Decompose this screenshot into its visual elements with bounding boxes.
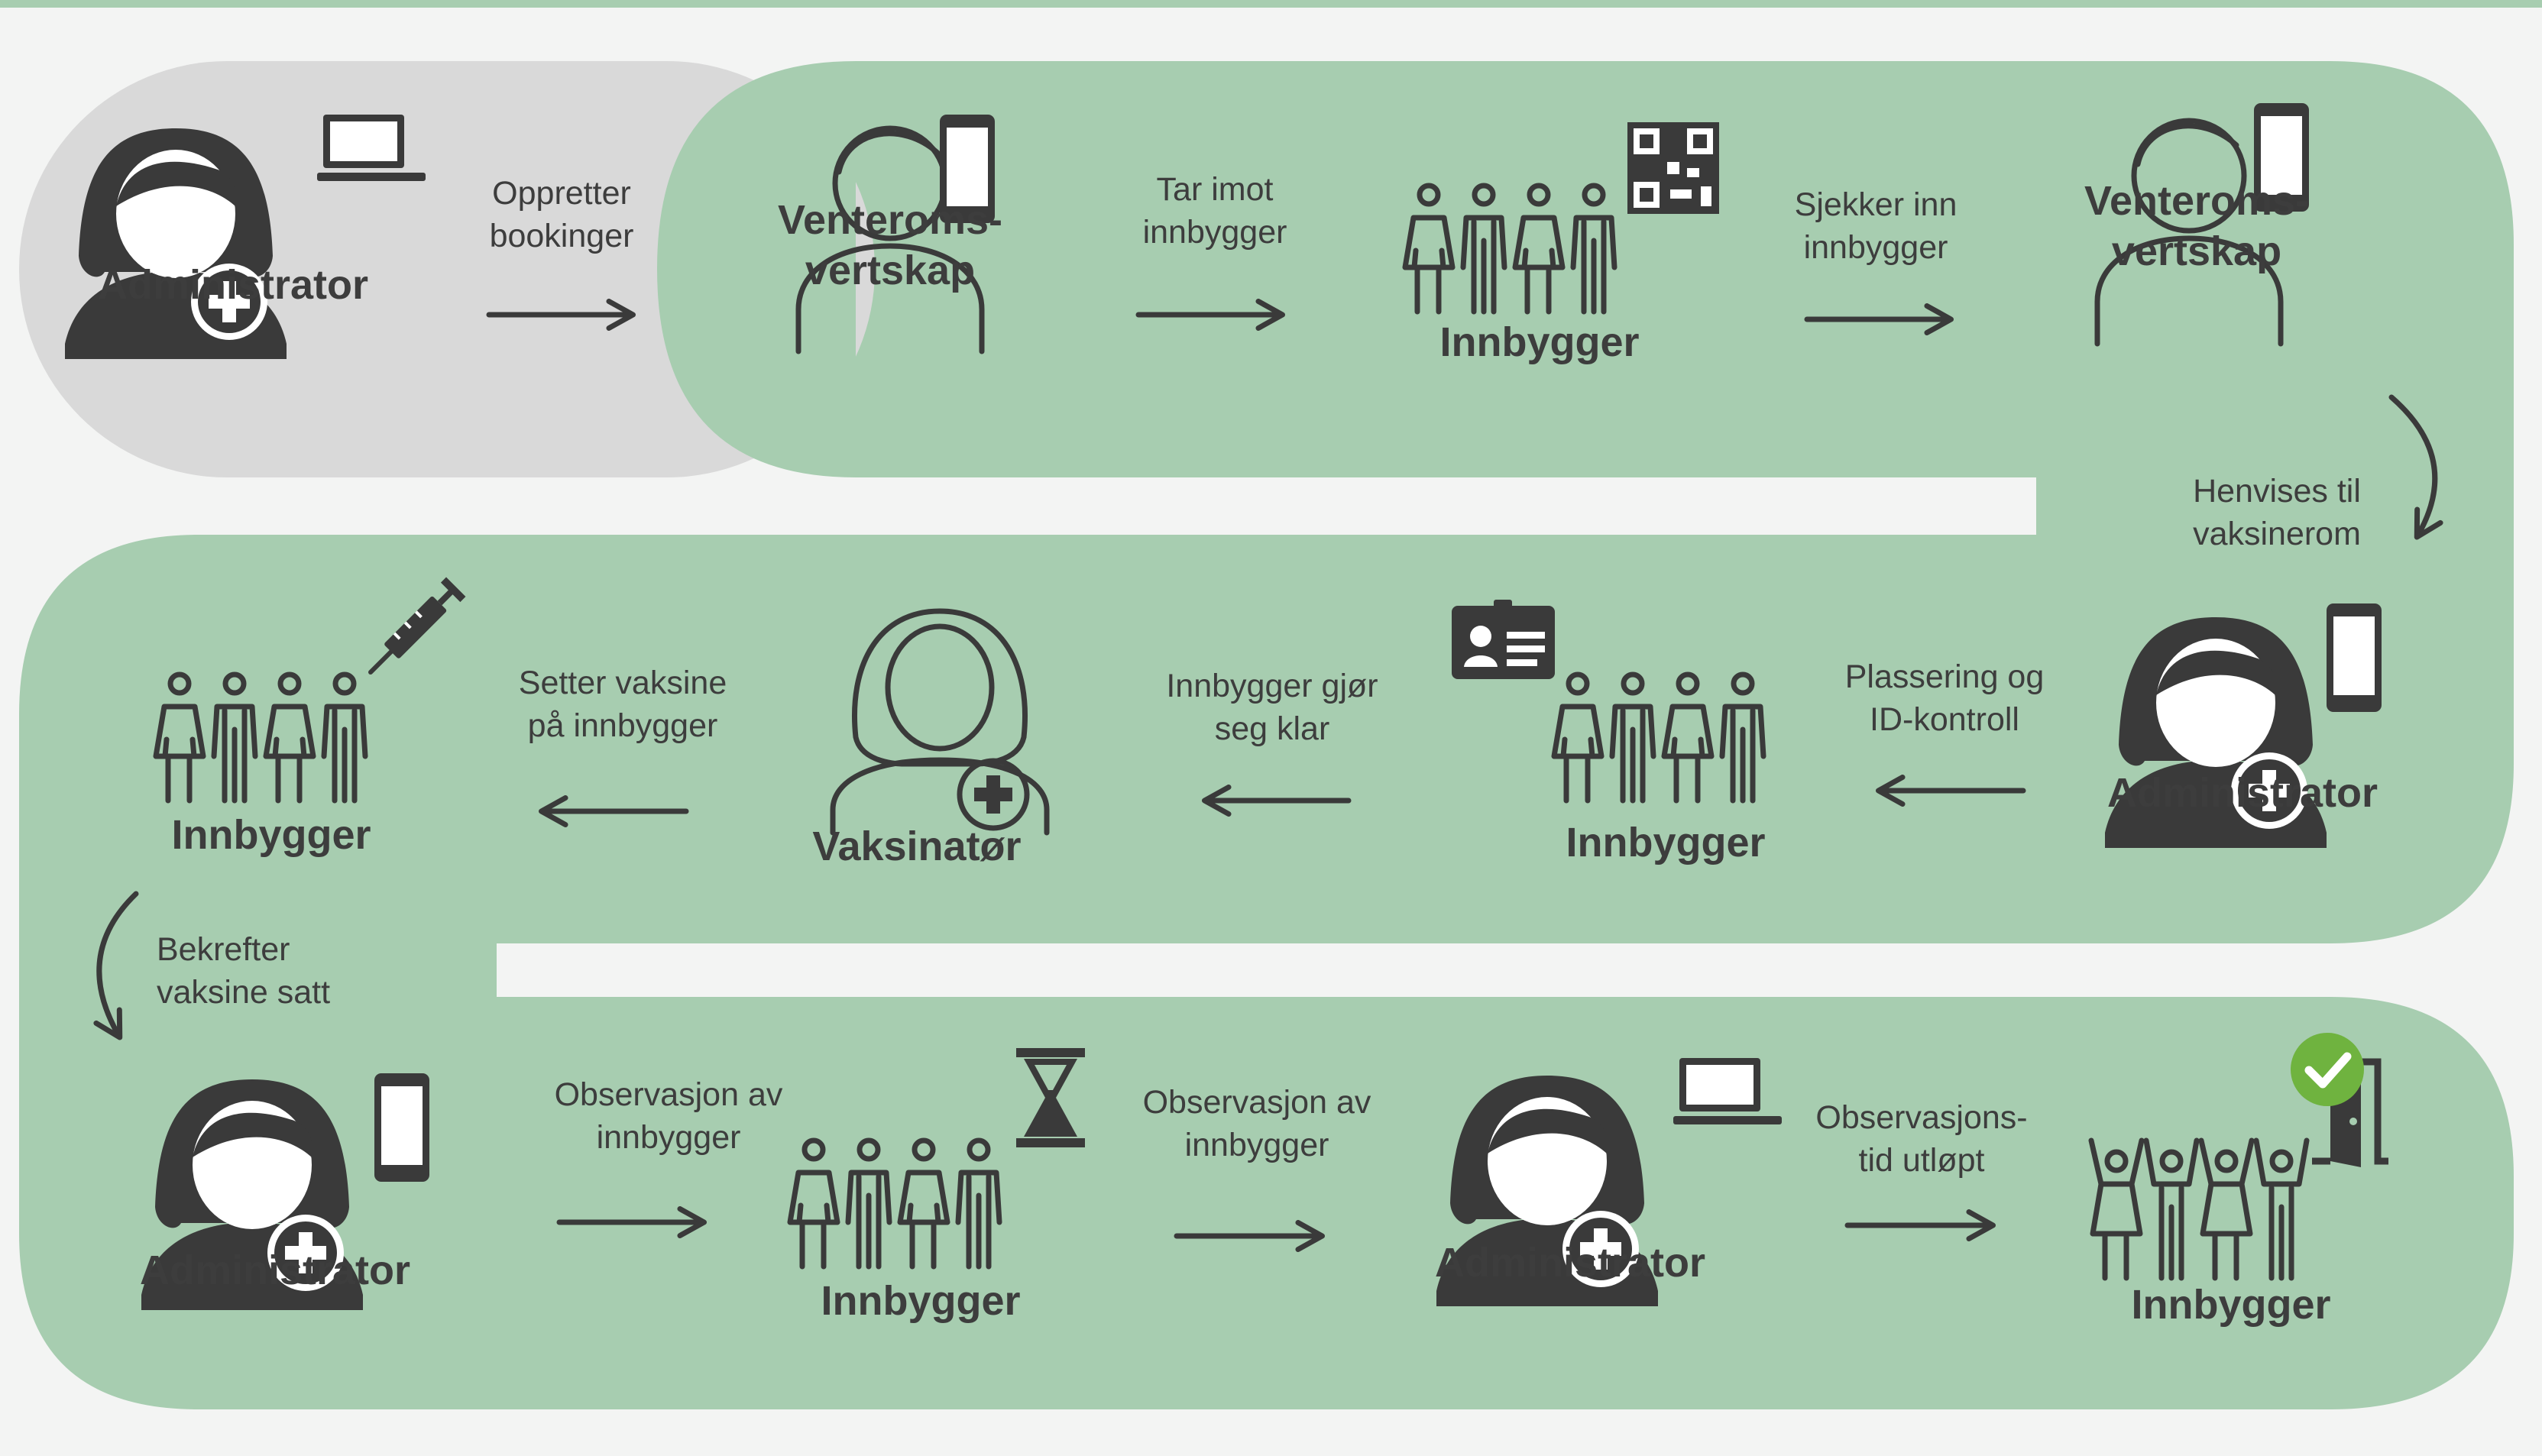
role-label: Venteroms- vertskap xyxy=(2084,178,2310,274)
edge-label-e8: Bekrefter vaksine satt xyxy=(157,928,409,1014)
role-label: Vaksinatør xyxy=(812,823,1022,869)
citizens-syringe-icon xyxy=(141,577,466,817)
edge-label-e5: Plassering og ID-kontroll xyxy=(1811,655,2078,741)
node-administrator-3: Administrator xyxy=(134,1050,439,1310)
edge-text: Tar imot innbygger xyxy=(1142,171,1287,251)
edge-label-e1: Oppretter bookinger xyxy=(428,172,695,257)
citizens-id-card-icon xyxy=(1452,600,1788,825)
vaccinator-icon xyxy=(764,581,1085,840)
node-citizens-3: Innbygger xyxy=(141,565,493,860)
edge-text: Henvises til vaksinerom xyxy=(2193,473,2361,552)
node-administrator-1: Administrator xyxy=(65,99,426,359)
edge-text: Sjekker inn innbygger xyxy=(1794,186,1958,266)
node-citizens-1: Innbygger xyxy=(1383,115,1719,367)
role-label: Innbygger xyxy=(1566,820,1766,866)
citizens-exit-icon xyxy=(2071,1033,2388,1287)
edge-label-e9: Observasjon av innbygger xyxy=(535,1073,802,1159)
role-label: Innbygger xyxy=(1439,319,1640,365)
edge-label-e3: Sjekker inn innbygger xyxy=(1742,183,2009,269)
edge-label-e4: Henvises til vaksinerom xyxy=(2143,470,2411,555)
arrow-e8 xyxy=(93,891,139,1040)
node-host-2: Venteroms- vertskap xyxy=(2036,92,2357,277)
edge-label-e2: Tar imot innbygger xyxy=(1081,168,1349,254)
edge-label-e7: Setter vaksine på innbygger xyxy=(489,662,756,747)
edge-label-e10: Observasjon av innbygger xyxy=(1123,1081,1391,1166)
node-vaccinator: Vaksinatør xyxy=(764,581,1085,872)
node-administrator-2: Administrator xyxy=(2090,588,2395,848)
edge-text: Innbygger gjør seg klar xyxy=(1166,668,1378,747)
flow-band-start-curve xyxy=(657,61,856,477)
role-label: Venteroms- vertskap xyxy=(777,197,1003,293)
role-label: Administrator xyxy=(2106,770,2378,816)
qr-code-icon xyxy=(1627,122,1719,214)
top-accent-bar xyxy=(0,0,2542,8)
edge-text: Observasjon av innbygger xyxy=(1142,1084,1371,1163)
citizens-qr-icon xyxy=(1383,122,1719,344)
edge-label-e6: Innbygger gjør seg klar xyxy=(1138,665,1406,750)
role-label: Administrator xyxy=(139,1247,411,1293)
edge-text: Observasjons- tid utløpt xyxy=(1815,1099,2028,1179)
edge-label-e11: Observasjons- tid utløpt xyxy=(1788,1096,2055,1182)
node-citizens-2: Innbygger xyxy=(1452,596,1788,868)
flow-band-top xyxy=(19,61,2514,1409)
edge-text: Bekrefter vaksine satt xyxy=(157,931,331,1011)
role-label: Administrator xyxy=(1434,1240,1706,1286)
role-label: Innbygger xyxy=(171,812,371,858)
administrator-laptop-icon xyxy=(65,115,426,359)
hourglass-icon xyxy=(1016,1048,1085,1147)
node-citizens-5: Innbygger xyxy=(2071,1027,2422,1330)
edge-text: Observasjon av innbygger xyxy=(554,1076,783,1156)
arrow-e4 xyxy=(2388,394,2443,540)
citizens-hourglass-icon xyxy=(787,1048,1085,1299)
id-card-icon xyxy=(1452,600,1555,679)
node-administrator-4: Administrator xyxy=(1429,1047,1782,1306)
edge-text: Setter vaksine på innbygger xyxy=(518,665,727,744)
node-host-1: Venteroms- vertskap xyxy=(737,99,1043,296)
checkmark-icon xyxy=(2291,1033,2364,1106)
role-label: Innbygger xyxy=(821,1278,1021,1324)
edge-text: Plassering og ID-kontroll xyxy=(1844,658,2045,738)
node-citizens-4: Innbygger xyxy=(787,1047,1123,1326)
syringe-icon xyxy=(368,577,466,675)
role-label: Administrator xyxy=(97,262,369,308)
role-label: Innbygger xyxy=(2131,1282,2331,1328)
edge-text: Oppretter bookinger xyxy=(489,175,634,254)
